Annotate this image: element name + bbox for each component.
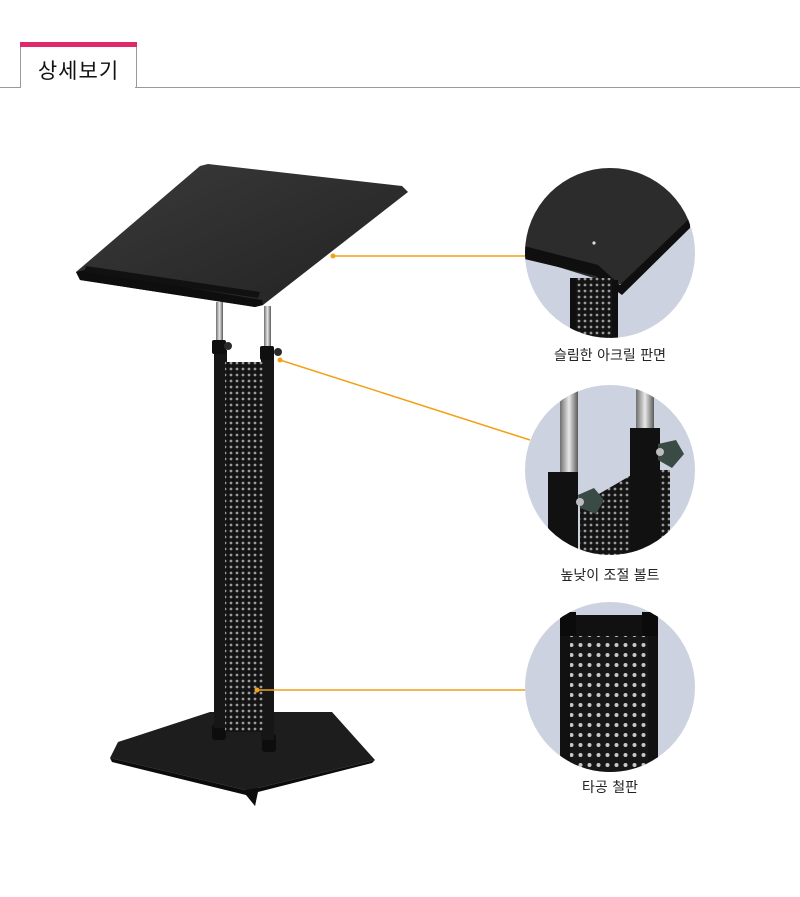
page-title: 상세보기 — [37, 59, 120, 83]
tab-detail-view[interactable]: 상세보기 — [20, 47, 137, 87]
callout-lines — [254, 253, 531, 693]
lectern — [76, 164, 408, 806]
caption-acrylic-top: 슬림한 아크릴 판면 — [554, 348, 666, 364]
detail-circle-perforated-steel — [525, 602, 695, 772]
detail-circle-acrylic-top — [525, 168, 695, 338]
detail-circle-height-bolt — [525, 385, 695, 555]
caption-perforated-steel: 타공 철판 — [582, 780, 638, 796]
tab-accent-bar — [20, 42, 137, 47]
section-header: 상세보기 — [0, 0, 800, 90]
header-divider — [0, 87, 800, 88]
caption-height-bolt: 높낮이 조절 볼트 — [560, 568, 660, 584]
